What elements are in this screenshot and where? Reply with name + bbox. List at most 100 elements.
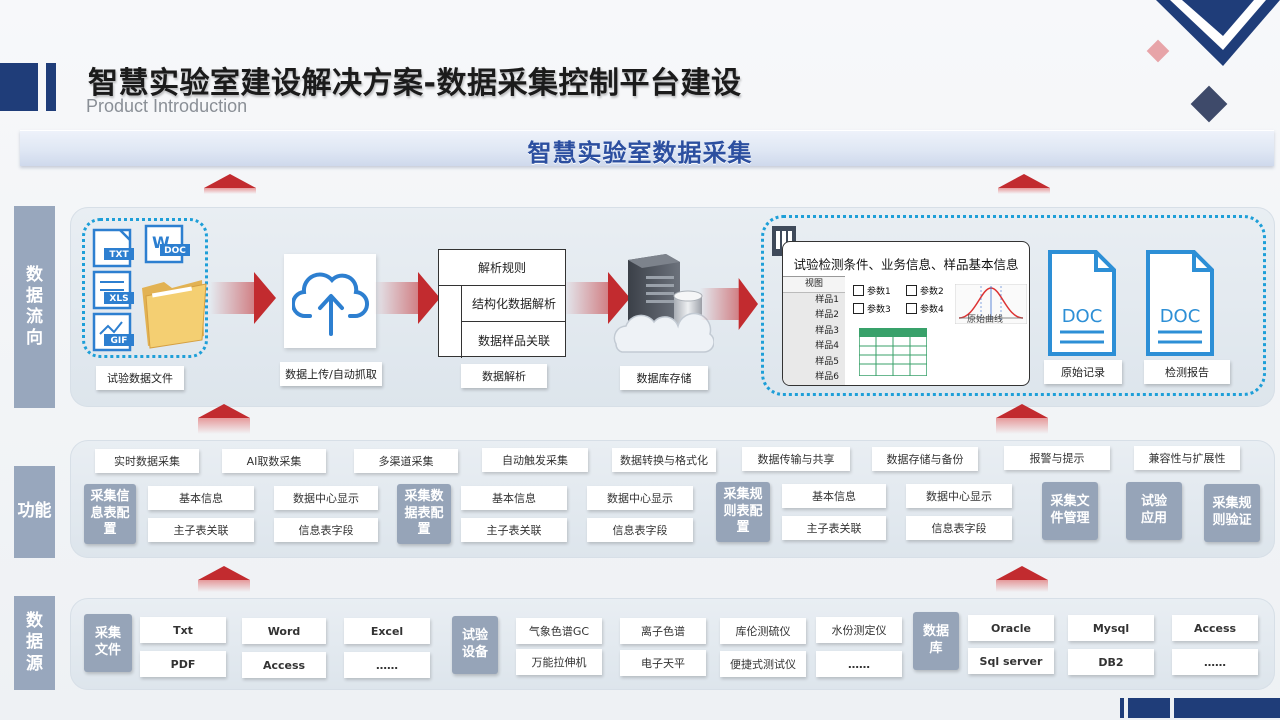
source-group-title-text: 采集文件 <box>94 626 121 658</box>
function-tag: 报警与提示 <box>1004 446 1110 470</box>
side-label-flow: 数据 流向 <box>14 206 55 408</box>
function-tag: 多渠道采集 <box>354 449 458 473</box>
source-item: Mysql <box>1068 615 1154 641</box>
raw-curve-chart-icon <box>955 284 1027 324</box>
function-tag: 数据转换与格式化 <box>612 448 716 472</box>
svg-text:DOC: DOC <box>164 246 186 256</box>
side-label-source: 数据 源 <box>14 596 55 690</box>
function-item: 主子表关联 <box>148 518 254 542</box>
function-item: 数据中心显示 <box>274 486 378 510</box>
source-item: …… <box>1172 649 1258 675</box>
page-subtitle: Product Introduction <box>86 96 248 116</box>
data-grid-icon <box>859 328 927 376</box>
cloud-upload-icon <box>292 272 369 336</box>
function-tag: 数据存储与备份 <box>872 447 978 471</box>
side-label-function: 功能 <box>14 466 55 558</box>
step-label-database: 数据库存储 <box>620 366 708 390</box>
source-item: 万能拉伸机 <box>516 649 602 675</box>
flow-arrow-icon <box>210 272 276 324</box>
sample-item: 样品3 <box>815 325 839 336</box>
function-group-title-text: 采集信息表配置 <box>90 488 130 538</box>
function-item: 基本信息 <box>461 486 567 510</box>
source-item: 水份测定仪 <box>816 617 902 643</box>
source-item: Excel <box>344 618 430 644</box>
function-tag: AI取数采集 <box>222 449 326 473</box>
checkbox-icon <box>853 303 864 314</box>
section-banner <box>20 130 1274 166</box>
source-group-title: 试验设备 <box>452 616 498 674</box>
doc-file-icon: DOC <box>1048 250 1116 356</box>
function-tag: 数据传输与共享 <box>742 447 850 471</box>
source-item: Txt <box>140 617 226 643</box>
doc-file-icon: DOC <box>1146 250 1214 356</box>
header-accent-bar <box>0 63 38 111</box>
side-label-flow-text: 数据 流向 <box>26 264 43 349</box>
sample-item: 样品2 <box>815 310 839 320</box>
svg-text:XLS: XLS <box>109 294 128 304</box>
report-preview-window: 试验检测条件、业务信息、样品基本信息 视图 样品1 样品2 样品3 样品4 样品… <box>782 241 1030 386</box>
up-arrow-trail <box>198 418 250 434</box>
parse-rules-table: 解析规则 结构化数据解析 数据样品关联 <box>438 249 566 358</box>
function-item: 信息表字段 <box>274 518 378 542</box>
sample-item: 样品6 <box>815 372 839 382</box>
raw-curve-label: 原始曲线 <box>967 315 1004 325</box>
source-item: 离子色谱 <box>620 618 706 644</box>
source-group-title-text: 试验设备 <box>461 628 488 660</box>
up-arrow-icon <box>198 404 250 418</box>
diamond-decoration-dark <box>1190 85 1228 123</box>
function-standalone-text: 试验应用 <box>1140 494 1167 526</box>
step-label-parse: 数据解析 <box>461 364 547 388</box>
function-standalone: 采集规则验证 <box>1204 484 1260 542</box>
source-item: Access <box>1172 615 1258 641</box>
flow-arrow-icon <box>700 278 758 330</box>
doc-icon-text: DOC <box>1062 306 1103 327</box>
param-checkbox: 参数3 <box>853 302 891 315</box>
function-item: 数据中心显示 <box>906 484 1012 508</box>
up-arrow-icon <box>996 404 1048 418</box>
source-item: Sql server <box>968 648 1054 674</box>
report-dotted-frame <box>761 215 1266 396</box>
parse-rules-header: 解析规则 <box>439 250 565 286</box>
function-item: 基本信息 <box>782 484 886 508</box>
function-item: 主子表关联 <box>782 516 886 540</box>
source-item: …… <box>816 651 902 677</box>
function-group-title-text: 采集规则表配置 <box>723 486 763 536</box>
source-item: 便捷式测试仪 <box>720 651 806 677</box>
sample-list: 视图 样品1 样品2 样品3 样品4 样品5 样品6 <box>783 276 845 385</box>
source-item: 电子天平 <box>620 650 706 676</box>
param-label: 参数2 <box>920 287 944 297</box>
sample-item: 样品1 <box>815 294 839 305</box>
function-item: 信息表字段 <box>906 516 1012 540</box>
source-item: 气象色谱GC <box>516 618 602 644</box>
section-banner-title: 智慧实验室数据采集 <box>527 139 753 167</box>
up-arrow-trail <box>998 188 1050 194</box>
up-arrow-icon <box>998 174 1050 188</box>
sample-item: 样品5 <box>815 356 839 367</box>
step-label-raw-record: 原始记录 <box>1044 360 1122 384</box>
source-item: 库伦测硫仪 <box>720 618 806 644</box>
step-label-report: 检测报告 <box>1144 360 1230 384</box>
source-group-title: 数据库 <box>913 612 959 670</box>
footer-accent-bar <box>1120 698 1124 718</box>
source-item: Oracle <box>968 615 1054 641</box>
data-files-icon: TXT W DOC XLS GIF <box>92 224 207 352</box>
step-label-files: 试验数据文件 <box>96 366 184 390</box>
sample-item: 样品4 <box>815 341 839 351</box>
param-checkbox: 参数1 <box>853 284 891 297</box>
header-accent-bar-thin <box>46 63 56 111</box>
function-standalone-text: 采集规则验证 <box>1212 496 1252 528</box>
source-group-title: 采集文件 <box>84 614 132 672</box>
function-standalone: 采集文件管理 <box>1042 482 1098 540</box>
param-label: 参数4 <box>920 305 944 315</box>
view-label: 视图 <box>783 277 845 293</box>
param-label: 参数1 <box>867 287 891 297</box>
function-item: 基本信息 <box>148 486 254 510</box>
function-item: 信息表字段 <box>587 518 693 542</box>
param-checkbox: 参数2 <box>906 284 944 297</box>
function-standalone-text: 采集文件管理 <box>1050 494 1090 526</box>
up-arrow-icon <box>996 566 1048 580</box>
function-tag: 实时数据采集 <box>95 449 199 473</box>
side-label-function-text: 功能 <box>17 501 52 522</box>
function-group-title: 采集规则表配置 <box>716 482 770 542</box>
footer-accent-bar <box>1128 698 1170 718</box>
